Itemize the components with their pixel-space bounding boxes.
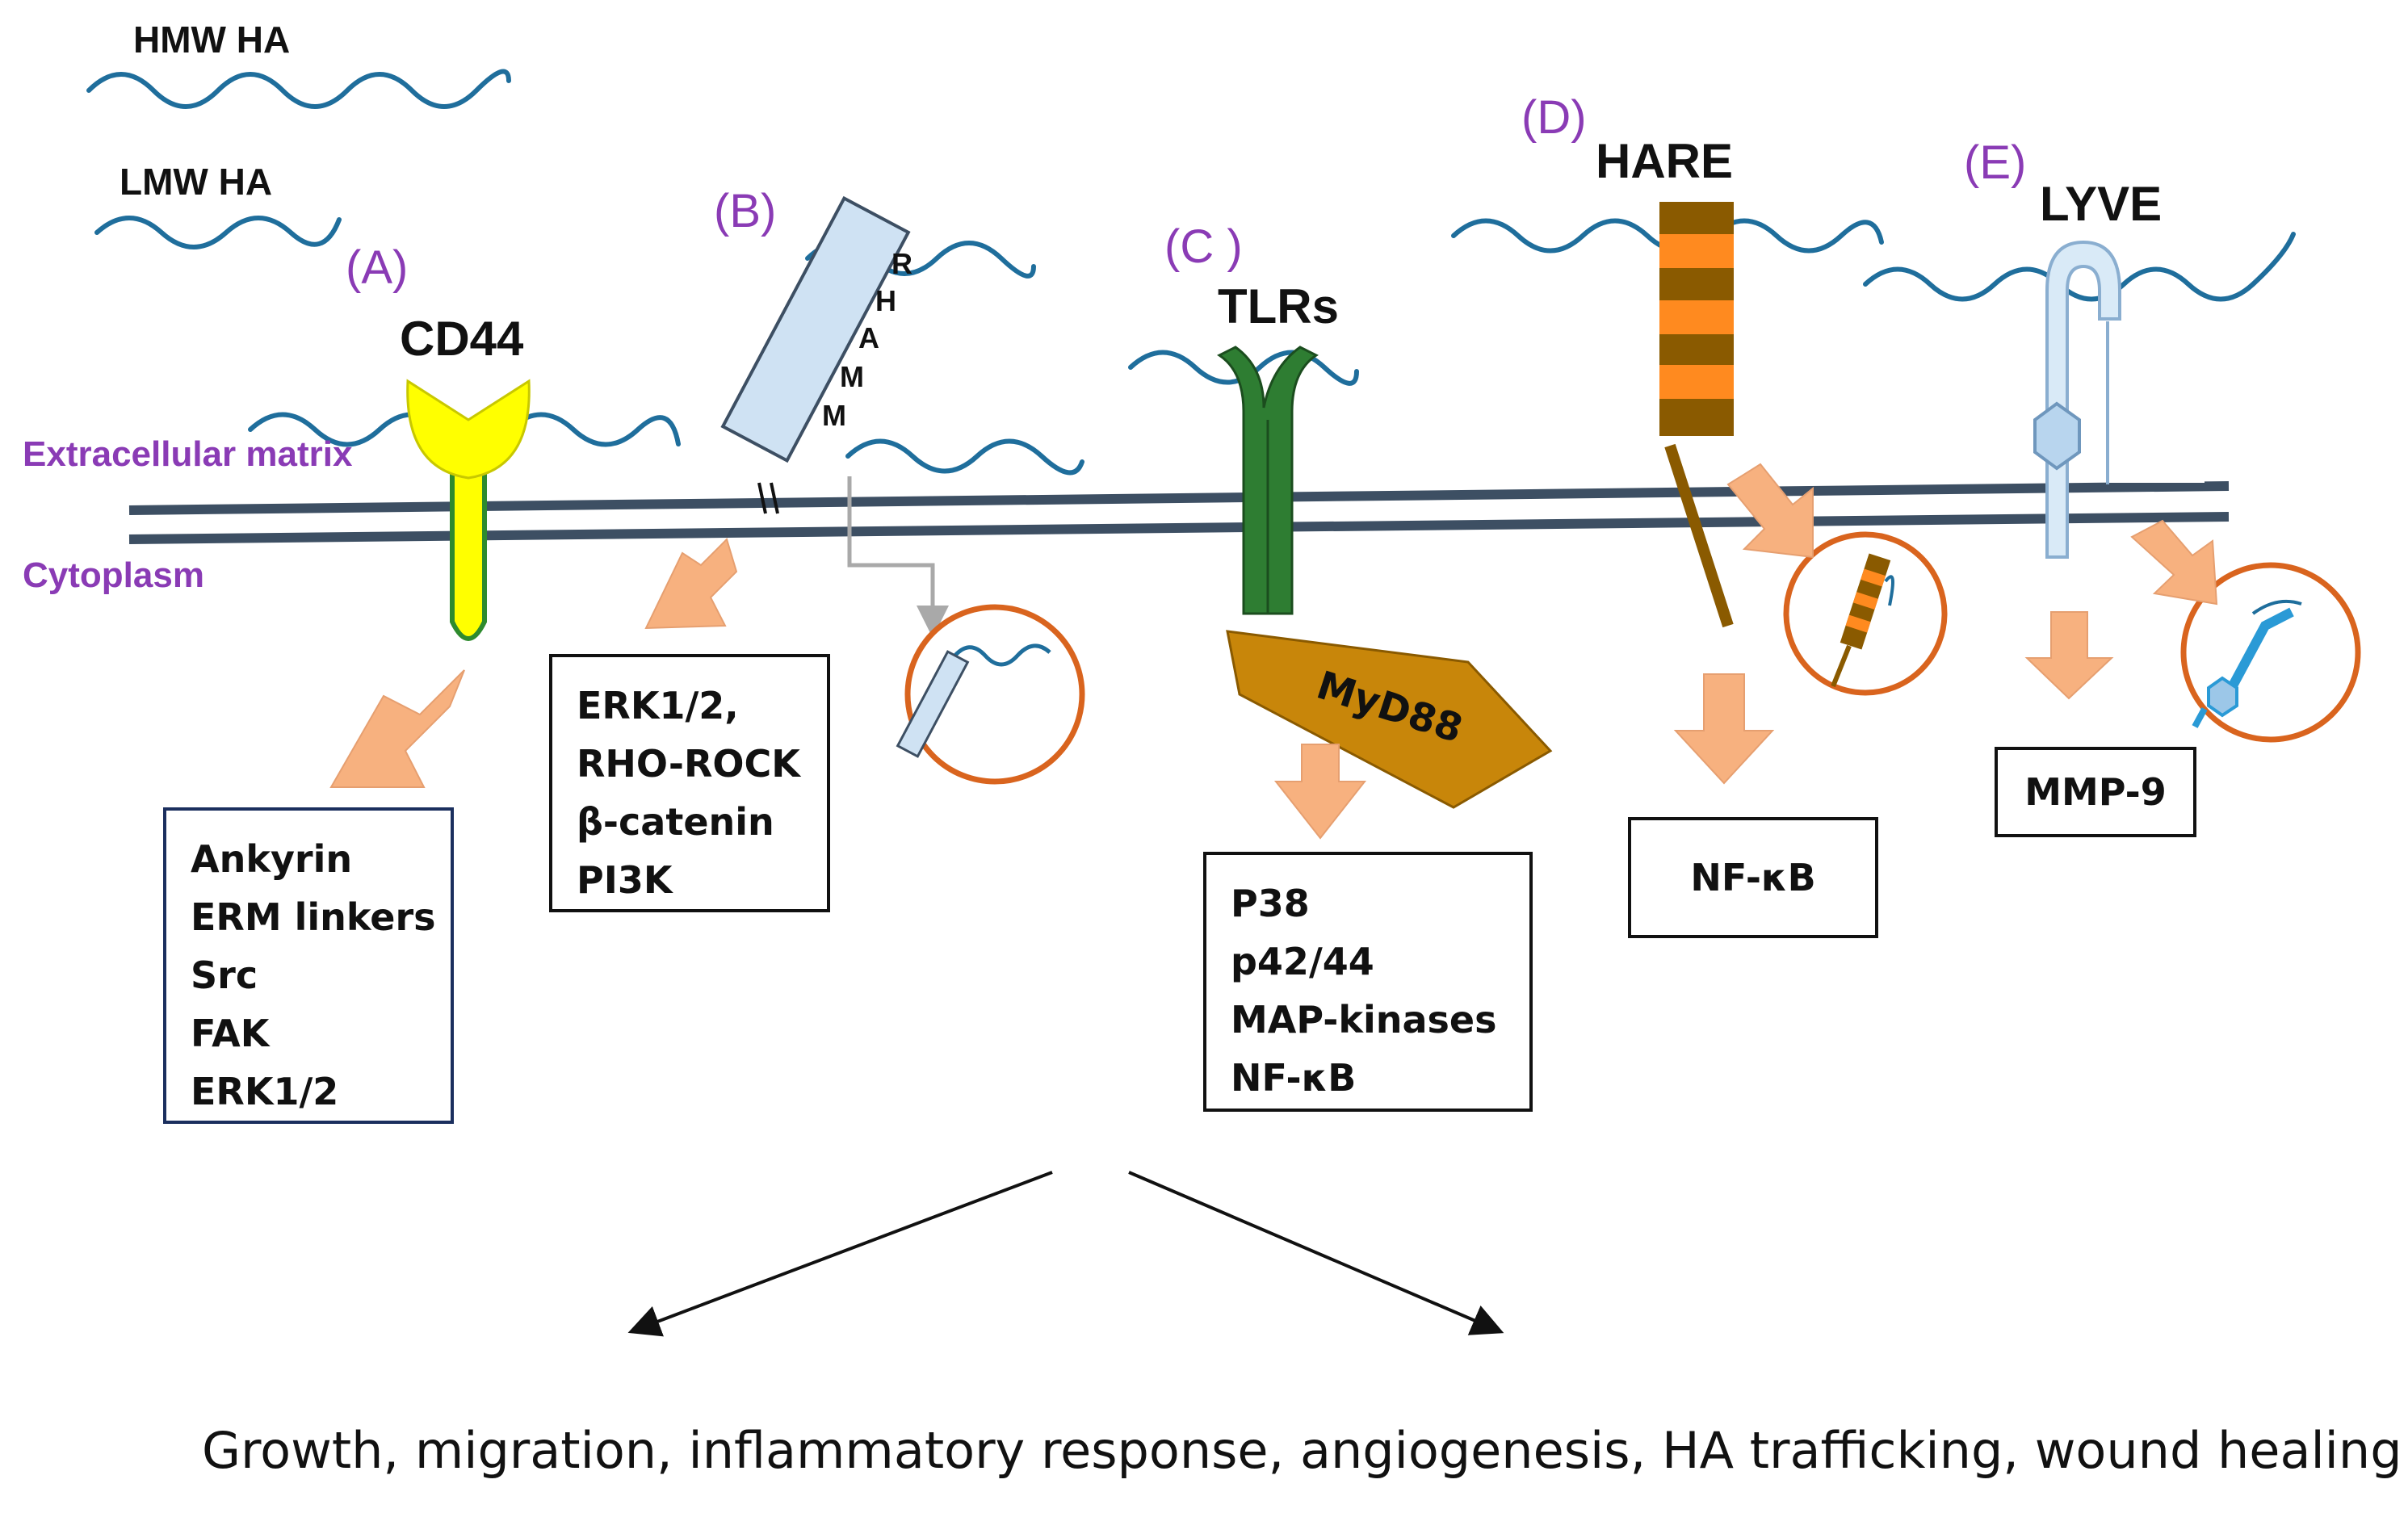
cd44-downstream-item: Ankyrin: [191, 837, 353, 881]
legend-hmw-ha: HMW HA: [133, 19, 291, 61]
lyve-downstream-box: MMP-9: [1995, 747, 2196, 837]
tlr-downstream-item: MAP-kinases: [1231, 998, 1497, 1041]
cd44-receptor: [406, 379, 531, 641]
outcome-text: Growth, migration, inflammatory response…: [202, 1421, 2402, 1480]
rhamm-letter-2: H: [875, 284, 896, 317]
signal-arrow-hare-endosome: [1726, 463, 1814, 559]
legend-lmw-ha: LMW HA: [120, 161, 273, 203]
receptor-c-name: TLRs: [1218, 279, 1339, 333]
rhamm-downstream-item: β-catenin: [577, 800, 774, 844]
rhamm-letter-5: M: [822, 399, 846, 432]
rhamm-ha-chain-bottom: [845, 438, 1084, 476]
receptor-e-letter: (E): [1964, 136, 2027, 189]
cd44-downstream-item: ERM linkers: [191, 895, 436, 939]
cd44-stalk: [450, 450, 487, 641]
myd88-adapter: [1226, 630, 1553, 809]
rhamm-body: [720, 195, 911, 463]
rhamm-downstream-item: PI3K: [577, 858, 673, 902]
rhamm-letter-4: M: [840, 360, 864, 393]
receptor-a-letter: (A): [346, 241, 409, 294]
signal-arrow-lyve-endosome: [2130, 519, 2218, 606]
rhamm-downstream-box: ERK1/2, RHO-ROCK β-catenin PI3K: [549, 654, 830, 912]
signal-arrow-hare-down: [1673, 673, 1775, 785]
tlr-downstream-item: NF-κB: [1231, 1056, 1357, 1100]
cd44-downstream-item: Src: [191, 953, 258, 997]
cd44-binding-head: [406, 379, 531, 480]
cell-membrane: [128, 481, 2230, 544]
outcome-arrow-right: [1128, 1171, 1504, 1335]
hare-tail: [1664, 443, 1734, 628]
signal-arrow-lyve-down: [2024, 611, 2114, 700]
tlr-downstream-box: P38 p42/44 MAP-kinases NF-κB: [1203, 852, 1533, 1112]
outcome-arrow-left: [627, 1171, 1053, 1337]
hare-downstream-item: NF-κB: [1690, 856, 1816, 899]
hmw-ha-chain: [86, 69, 511, 109]
receptor-d-letter: (D): [1521, 91, 1587, 144]
rhamm-internalization-arrow: [847, 476, 949, 638]
lyve-downstream-item: MMP-9: [2024, 770, 2167, 814]
rhamm-endosome: [896, 604, 1085, 785]
rhamm-letter-3: A: [858, 321, 879, 354]
tlr-ha-chain: [1128, 350, 1359, 386]
receptor-b-letter: (B): [714, 185, 777, 237]
signal-arrow-rhamm: [644, 538, 738, 630]
lyve-ha-chain: [1863, 232, 2296, 302]
receptor-c-letter: (C ): [1164, 220, 1243, 273]
cd44-downstream-item: ERK1/2: [191, 1070, 339, 1113]
signal-arrow-cd44: [329, 669, 465, 788]
hare-endosome: [1783, 531, 1948, 696]
region-label-extracellular: Extracellular matrix: [23, 434, 353, 474]
lyve-endosome: [2180, 562, 2361, 743]
tlr-downstream-item: p42/44: [1231, 940, 1374, 983]
cd44-downstream-item: FAK: [191, 1012, 270, 1055]
cd44-downstream-box: Ankyrin ERM linkers Src FAK ERK1/2: [163, 807, 454, 1124]
lyve-body: [2045, 240, 2121, 559]
hare-receptor: [1659, 202, 1734, 628]
hare-downstream-box: NF-κB: [1628, 817, 1878, 938]
signal-arrow-tlr: [1273, 744, 1367, 840]
rhamm-downstream-item: ERK1/2,: [577, 684, 739, 727]
lmw-ha-chain: [94, 216, 342, 249]
receptor-d-name: HARE: [1596, 134, 1734, 188]
tlr-receptor: [1217, 346, 1319, 615]
rhamm-downstream-item: RHO-ROCK: [577, 742, 800, 786]
receptor-e-name: LYVE: [2040, 177, 2163, 231]
signal-arrows: [329, 463, 2218, 840]
tlr-downstream-item: P38: [1231, 882, 1310, 925]
rhamm-receptor: [720, 195, 911, 514]
receptor-a-name: CD44: [400, 312, 524, 366]
region-label-cytoplasm: Cytoplasm: [23, 555, 204, 595]
lyve-receptor: [2033, 240, 2205, 559]
rhamm-letter-1: R: [891, 247, 912, 280]
